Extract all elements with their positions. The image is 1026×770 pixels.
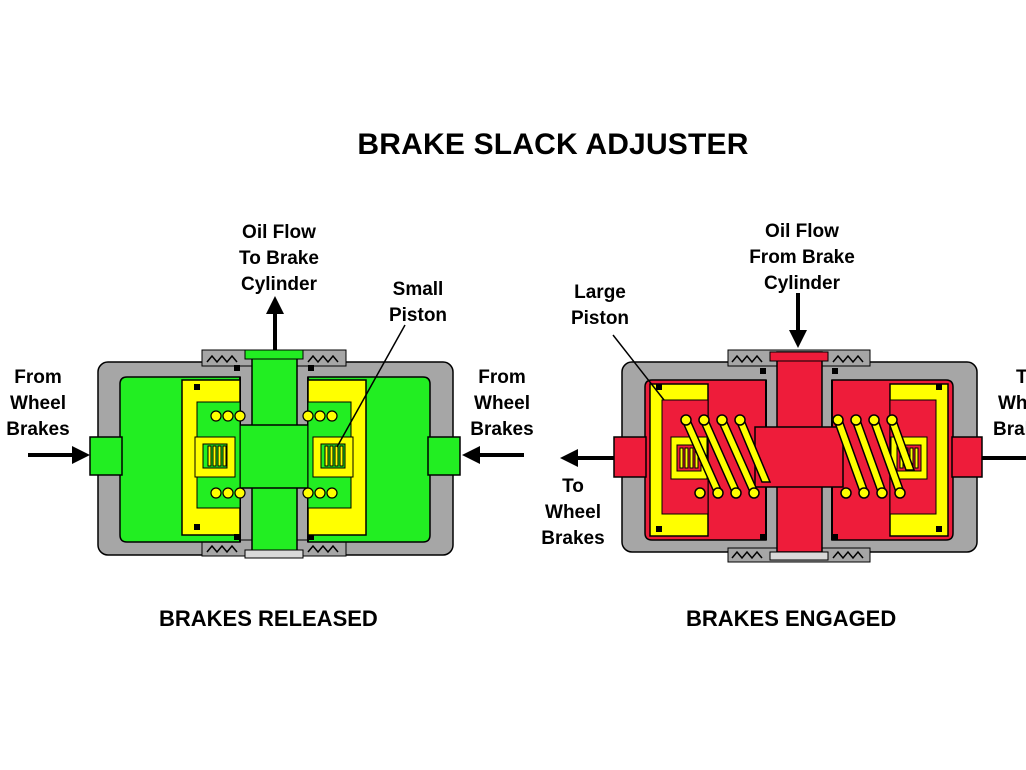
- released-cross-passage: [229, 424, 321, 489]
- label-line: Oil Flow: [765, 221, 839, 242]
- label-line: From: [478, 367, 526, 388]
- released-right-balls: [302, 410, 338, 499]
- label-line: Brakes: [470, 419, 534, 440]
- engaged-right-to-label: To Wheel Brakes: [993, 365, 1026, 443]
- released-caption: BRAKES RELEASED: [159, 606, 378, 631]
- engaged-left-outflow-arrow: [560, 449, 614, 467]
- engaged-left-port: [613, 436, 647, 478]
- released-left-from-label: From Wheel Brakes: [0, 365, 78, 443]
- label-line: To: [562, 476, 584, 497]
- label-line: To: [1016, 367, 1026, 388]
- large-piston-leader: [612, 334, 665, 401]
- diagram-title: BRAKE SLACK ADJUSTER: [357, 128, 749, 161]
- released-left-inflow-arrow: [28, 446, 90, 464]
- label-line: Wheel: [474, 393, 530, 414]
- released-oil-flow-label: Oil Flow To Brake Cylinder: [219, 220, 339, 298]
- engaged-caption: BRAKES ENGAGED: [686, 606, 897, 631]
- label-line: To Brake: [239, 248, 319, 269]
- label-line: Piston: [388, 305, 448, 326]
- engaged-left-spring: [680, 414, 772, 499]
- released-left-port: [89, 436, 123, 476]
- label-line: Cylinder: [763, 273, 841, 294]
- engaged-left-to-label: To Wheel Brakes: [533, 474, 613, 552]
- large-piston-label: Large Piston: [560, 280, 640, 332]
- released-right-from-label: From Wheel Brakes: [462, 365, 542, 443]
- label-line: Brakes: [993, 419, 1026, 440]
- label-line: Wheel: [545, 502, 601, 523]
- released-oil-flow-arrow: [266, 296, 284, 350]
- released-right-inflow-arrow: [462, 446, 524, 464]
- released-left-balls: [210, 410, 246, 499]
- engaged-right-spring: [832, 414, 916, 499]
- label-line: Brakes: [541, 528, 605, 549]
- engaged-right-port: [951, 436, 983, 478]
- engaged-oil-flow-label: Oil Flow From Brake Cylinder: [737, 219, 867, 297]
- label-line: Brakes: [6, 419, 70, 440]
- label-line: Wheel: [10, 393, 66, 414]
- engaged-oil-flow-arrow: [789, 293, 807, 348]
- engaged-cross-passage: [754, 426, 844, 488]
- released-right-port: [427, 436, 461, 476]
- label-line: Piston: [570, 308, 630, 329]
- label-line: Large: [574, 282, 626, 303]
- label-line: From: [14, 367, 62, 388]
- small-piston-label: Small Piston: [378, 277, 458, 329]
- label-line: Oil Flow: [242, 222, 316, 243]
- small-piston-leader: [336, 324, 406, 448]
- label-line: Small: [392, 279, 444, 300]
- label-line: From Brake: [749, 247, 855, 268]
- label-line: Wheel: [998, 393, 1026, 414]
- label-line: Cylinder: [240, 274, 318, 295]
